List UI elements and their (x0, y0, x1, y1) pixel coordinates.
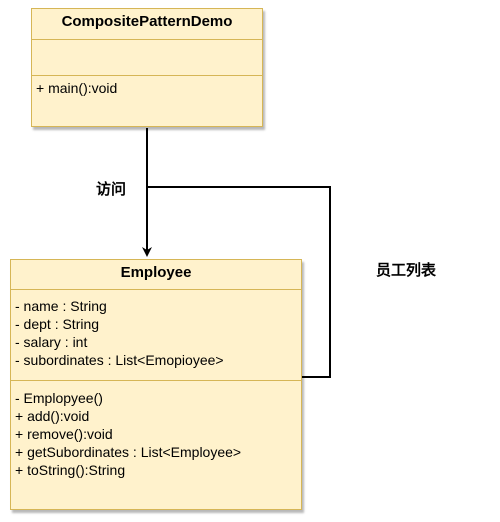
operation-to-string: + toString():String (15, 462, 126, 478)
class-operations-section: - Emplopyee() + add():void + remove():vo… (11, 381, 301, 479)
staff-list-edge-line[interactable] (147, 186, 331, 378)
attribute-subordinates: - subordinates : List<Emopioyee> (15, 352, 224, 368)
class-attributes-section: - name : String - dept : String - salary… (11, 290, 301, 381)
operation-add: + add():void (15, 408, 90, 424)
class-name: Employee (11, 260, 301, 290)
class-employee[interactable]: Employee - name : String - dept : String… (10, 259, 302, 510)
class-operations-section: + main():void (32, 76, 262, 97)
attribute-name: - name : String (15, 298, 107, 314)
operation-main: + main():void (36, 80, 118, 96)
staff-list-edge-label: 员工列表 (376, 261, 437, 279)
operation-remove: + remove():void (15, 426, 113, 442)
operation-get-subordinates: + getSubordinates : List<Employee> (15, 444, 242, 460)
class-composite-pattern-demo[interactable]: CompositePatternDemo + main():void (31, 8, 263, 127)
operation-constructor: - Emplopyee() (15, 390, 103, 406)
attribute-dept: - dept : String (15, 316, 100, 332)
class-name: CompositePatternDemo (32, 9, 262, 40)
class-attributes-section (32, 40, 262, 76)
attribute-salary: - salary : int (15, 334, 88, 350)
access-edge-label: 访问 (96, 180, 127, 198)
